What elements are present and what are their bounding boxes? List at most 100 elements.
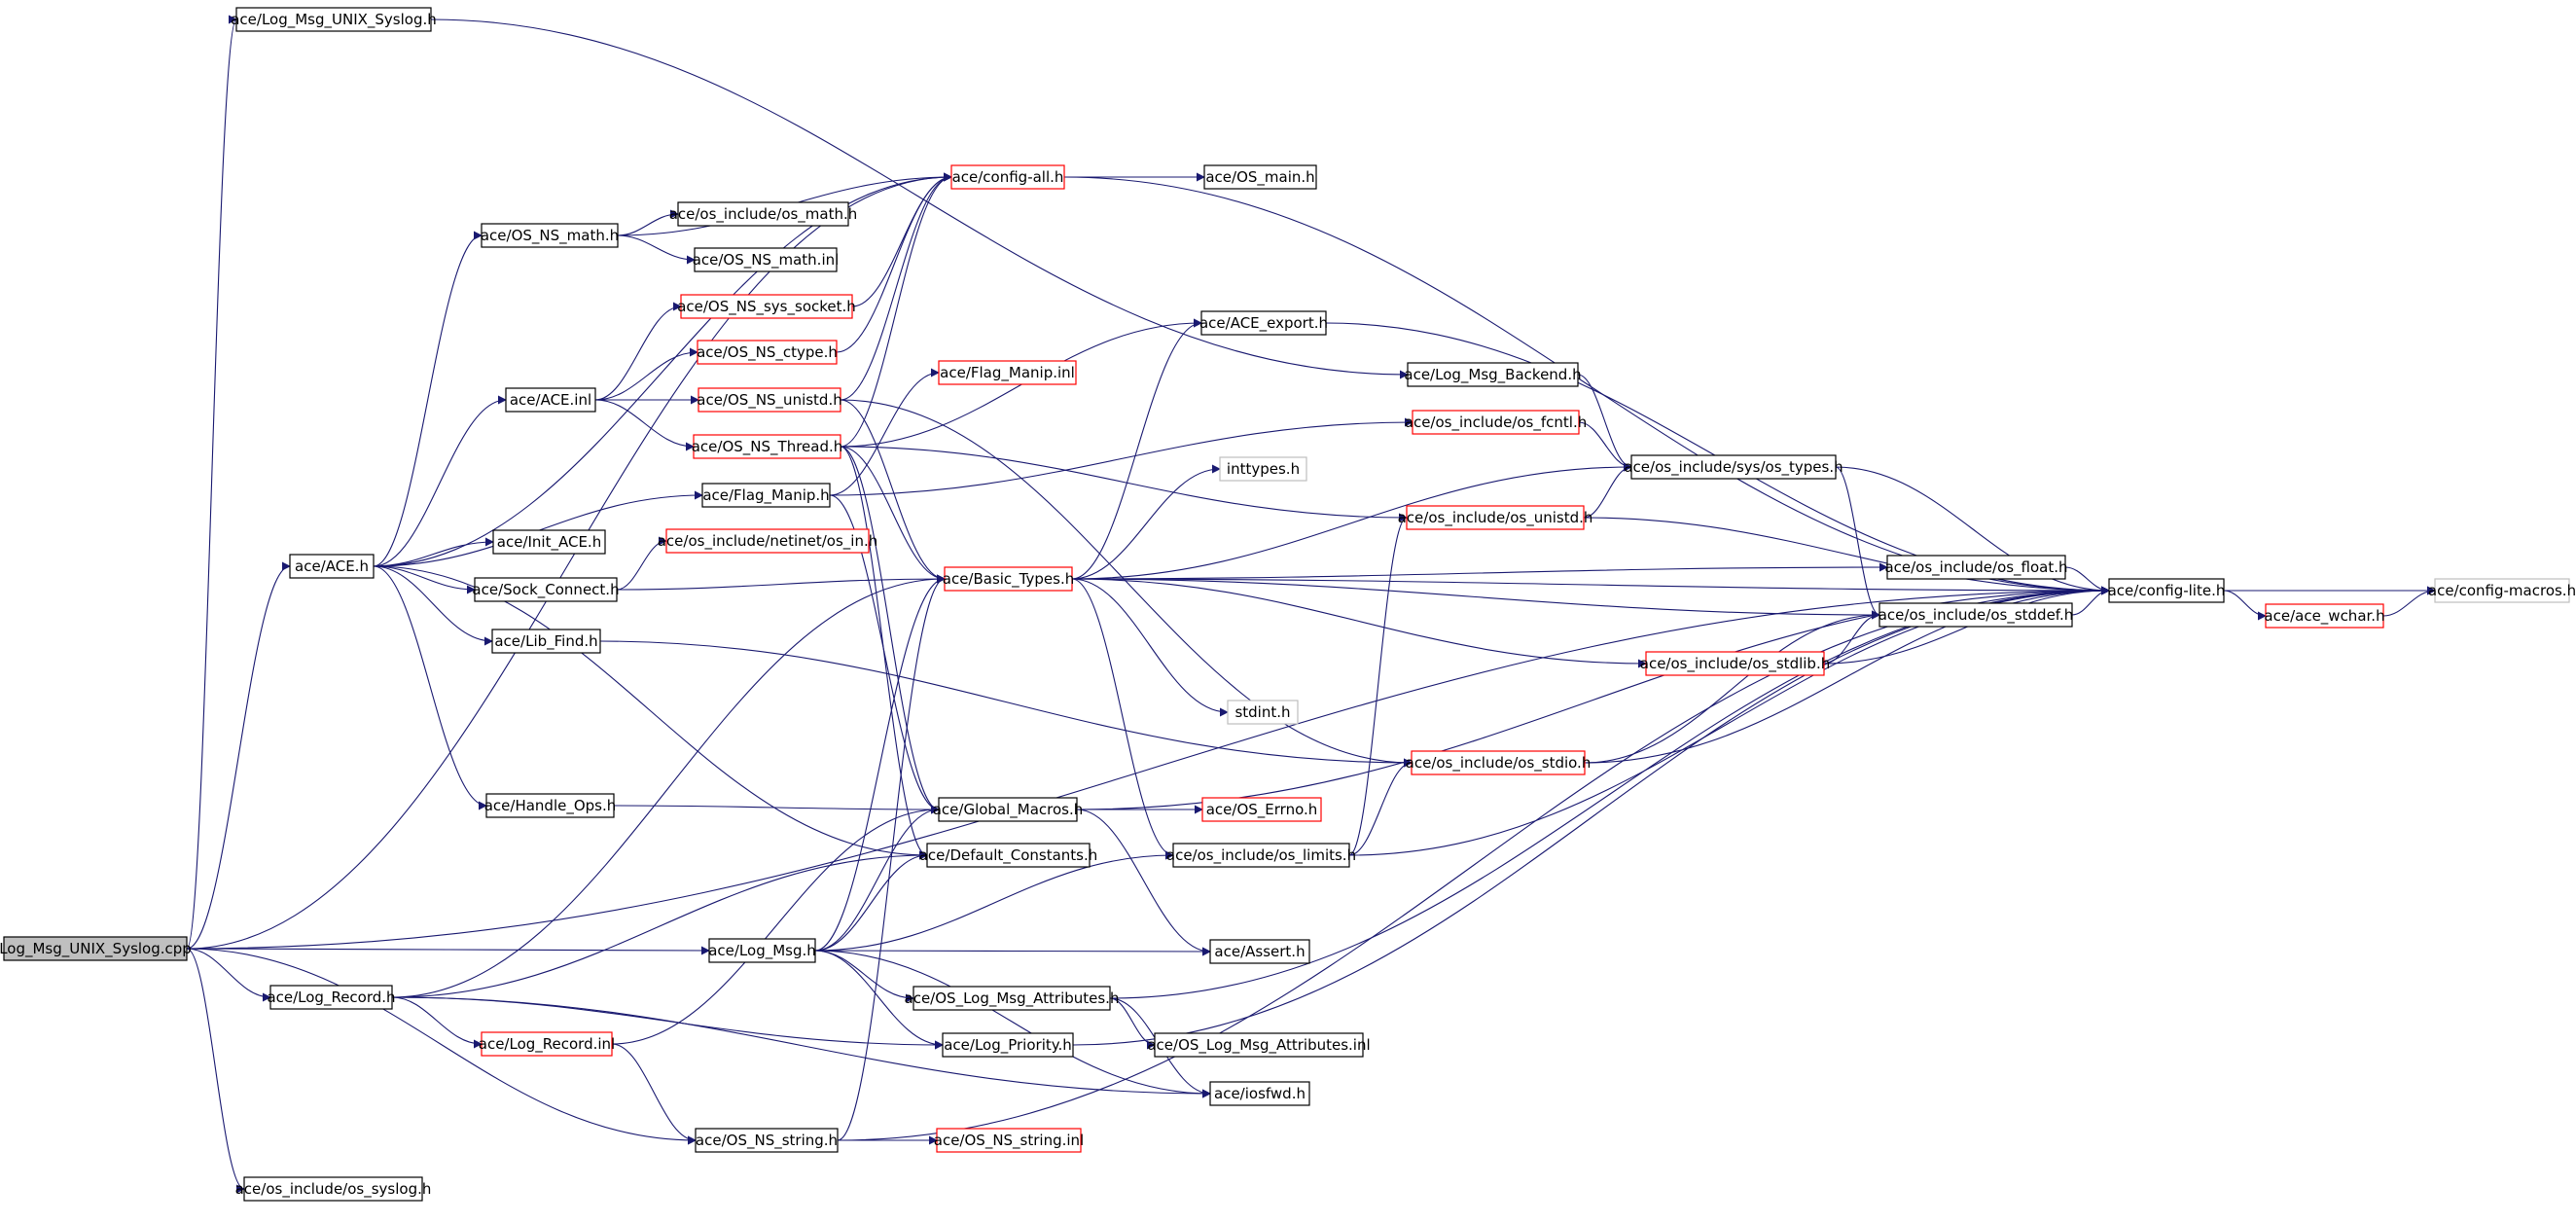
edge-root-to-log_record_h <box>186 948 271 1002</box>
edge-os_ns_string_h-to-basic_types <box>837 574 946 1141</box>
node-os-errno[interactable]: ace/OS_Errno.h <box>1201 797 1322 822</box>
node-box <box>1219 456 1307 482</box>
node-sys-socket[interactable]: ace/OS_NS_sys_socket.h <box>677 294 856 319</box>
edge-basic_types-to-ace_export <box>1071 318 1202 580</box>
node-box <box>698 387 841 413</box>
node-box <box>269 985 393 1010</box>
node-config-all[interactable]: ace/config-all.h <box>950 164 1065 190</box>
node-label: ace/os_include/os_unistd.h <box>1398 509 1593 527</box>
edge-os_unistd-to-config_lite <box>1583 517 2110 595</box>
node-os-main[interactable]: ace/OS_main.h <box>1203 164 1317 190</box>
node-label: ace/config-lite.h <box>2108 582 2226 599</box>
node-attrs-inl[interactable]: ace/OS_Log_Msg_Attributes.inl <box>1147 1032 1371 1058</box>
edge-log_msg-to-log_priority <box>814 950 944 1050</box>
node-config-macros[interactable]: ace/config-macros.h <box>2428 578 2576 603</box>
edge-os_ns_math_h-to-os_ns_math_inl <box>617 234 696 265</box>
node-label: ace/os_include/os_stdlib.h <box>1640 655 1830 673</box>
node-box <box>3 936 188 961</box>
edge-log_msg-to-default_constants <box>814 850 928 952</box>
node-box <box>936 1128 1082 1153</box>
edge-log_record_h-to-default_constants <box>391 850 928 998</box>
node-lmus-h[interactable]: ace/Log_Msg_UNIX_Syslog.h <box>231 7 437 32</box>
node-os-unistd[interactable]: ace/os_include/os_unistd.h <box>1398 505 1593 530</box>
node-box <box>950 164 1065 190</box>
node-handle-ops[interactable]: ace/Handle_Ops.h <box>484 793 617 818</box>
node-label: ace/Log_Msg_UNIX_Syslog.h <box>231 11 437 29</box>
edge-log_msg-to-assert <box>814 947 1211 956</box>
edge-root-to-os_ns_string_h <box>186 948 697 1145</box>
edge-os_stdio-to-config_lite <box>1584 586 2110 764</box>
node-thread[interactable]: ace/OS_NS_Thread.h <box>692 434 843 459</box>
node-label: ace/OS_NS_string.inl <box>934 1132 1084 1150</box>
edge-global_macros-to-assert <box>1076 809 1211 956</box>
edge-log_record_h-to-basic_types <box>391 574 946 998</box>
node-layer: Log_Msg_UNIX_Syslog.cpp ace/Log_Msg_UNIX_… <box>0 7 2576 1202</box>
node-ace-inl[interactable]: ace/ACE.inl <box>505 387 596 413</box>
edge-log_msg-to-attrs_h <box>814 950 914 1003</box>
edge-ace_inl-to-ctype <box>594 347 698 401</box>
node-label: ace/os_include/os_syslog.h <box>235 1180 432 1199</box>
node-box <box>1172 843 1350 868</box>
edge-root-to-config_lite <box>186 586 2110 950</box>
node-box <box>701 483 831 508</box>
node-init-ace[interactable]: ace/Init_ACE.h <box>492 529 606 555</box>
node-flag-inl[interactable]: ace/Flag_Manip.inl <box>938 360 1077 385</box>
node-box <box>938 797 1078 822</box>
edge-os_ns_math_h-to-os_math <box>617 209 679 236</box>
node-label: ace/os_include/os_stdio.h <box>1406 754 1592 773</box>
node-os-stddef[interactable]: ace/os_include/os_stddef.h <box>1878 602 2074 628</box>
node-unistd[interactable]: ace/OS_NS_unistd.h <box>697 387 842 413</box>
node-label: ace/Log_Record.h <box>267 989 395 1007</box>
node-log-priority[interactable]: ace/Log_Priority.h <box>942 1032 1074 1058</box>
node-ace-h[interactable]: ace/ACE.h <box>289 554 375 579</box>
node-label: ace/ace_wchar.h <box>2264 607 2384 626</box>
node-os-syslog[interactable]: ace/os_include/os_syslog.h <box>235 1176 432 1202</box>
node-os-ns-string-h[interactable]: ace/OS_NS_string.h <box>695 1128 839 1153</box>
node-ace-export[interactable]: ace/ACE_export.h <box>1199 310 1328 336</box>
node-box <box>1227 700 1299 725</box>
node-os-limits[interactable]: ace/os_include/os_limits.h <box>1166 843 1356 868</box>
node-box <box>665 528 870 554</box>
node-basic-types[interactable]: ace/Basic_Types.h <box>943 566 1074 592</box>
node-log-record-h[interactable]: ace/Log_Record.h <box>267 985 396 1010</box>
edge-ctype-to-config_all <box>836 172 952 353</box>
node-os-ns-math-h[interactable]: ace/OS_NS_math.h <box>481 223 619 248</box>
node-stdint[interactable]: stdint.h <box>1227 700 1299 725</box>
edge-log_msg-to-os_limits <box>814 850 1174 952</box>
node-sock-connect[interactable]: ace/Sock_Connect.h <box>472 577 620 602</box>
node-lib-find[interactable]: ace/Lib_Find.h <box>491 629 601 654</box>
node-assert[interactable]: ace/Assert.h <box>1209 939 1310 964</box>
node-os-ns-string-inl[interactable]: ace/OS_NS_string.inl <box>934 1128 1084 1153</box>
node-global-macros[interactable]: ace/Global_Macros.h <box>933 797 1084 822</box>
node-log-record-inl[interactable]: ace/Log_Record.inl <box>479 1031 615 1057</box>
node-os-math[interactable]: ace/os_include/os_math.h <box>669 201 858 227</box>
node-sys-types[interactable]: ace/os_include/sys/os_types.h <box>1624 454 1843 480</box>
node-root[interactable]: Log_Msg_UNIX_Syslog.cpp <box>0 936 192 961</box>
node-box <box>1411 750 1586 775</box>
node-os-fcntl[interactable]: ace/os_include/os_fcntl.h <box>1405 410 1587 435</box>
edge-sock_connect-to-netinet <box>616 536 667 591</box>
node-os-float[interactable]: ace/os_include/os_float.h <box>1884 555 2068 580</box>
node-log-msg[interactable]: ace/Log_Msg.h <box>708 938 816 963</box>
edge-thread-to-os_unistd <box>840 446 1408 522</box>
node-iosfwd[interactable]: ace/iosfwd.h <box>1209 1081 1310 1106</box>
node-box <box>485 793 615 818</box>
node-label: ace/Handle_Ops.h <box>484 797 617 815</box>
node-os-ns-math-inl[interactable]: ace/OS_NS_math.inl <box>693 247 840 272</box>
edge-thread-to-global_macros <box>840 446 940 814</box>
node-ctype[interactable]: ace/OS_NS_ctype.h <box>697 340 838 365</box>
node-default-constants[interactable]: ace/Default_Constants.h <box>919 843 1098 868</box>
node-flag-h[interactable]: ace/Flag_Manip.h <box>701 483 831 508</box>
node-box <box>492 529 606 555</box>
node-inttypes[interactable]: inttypes.h <box>1219 456 1307 482</box>
node-os-stdlib[interactable]: ace/os_include/os_stdlib.h <box>1640 651 1830 676</box>
node-log-msg-backend[interactable]: ace/Log_Msg_Backend.h <box>1404 362 1582 387</box>
node-attrs-h[interactable]: ace/OS_Log_Msg_Attributes.h <box>905 986 1120 1011</box>
node-os-stdio[interactable]: ace/os_include/os_stdio.h <box>1406 750 1592 775</box>
node-ace-wchar[interactable]: ace/ace_wchar.h <box>2264 603 2385 629</box>
node-box <box>1406 505 1585 530</box>
node-netinet[interactable]: ace/os_include/netinet/os_in.h <box>658 528 878 554</box>
node-config-lite[interactable]: ace/config-lite.h <box>2108 578 2226 603</box>
edge-root-to-os_syslog <box>186 948 245 1194</box>
node-label: ace/OS_Errno.h <box>1206 801 1318 819</box>
